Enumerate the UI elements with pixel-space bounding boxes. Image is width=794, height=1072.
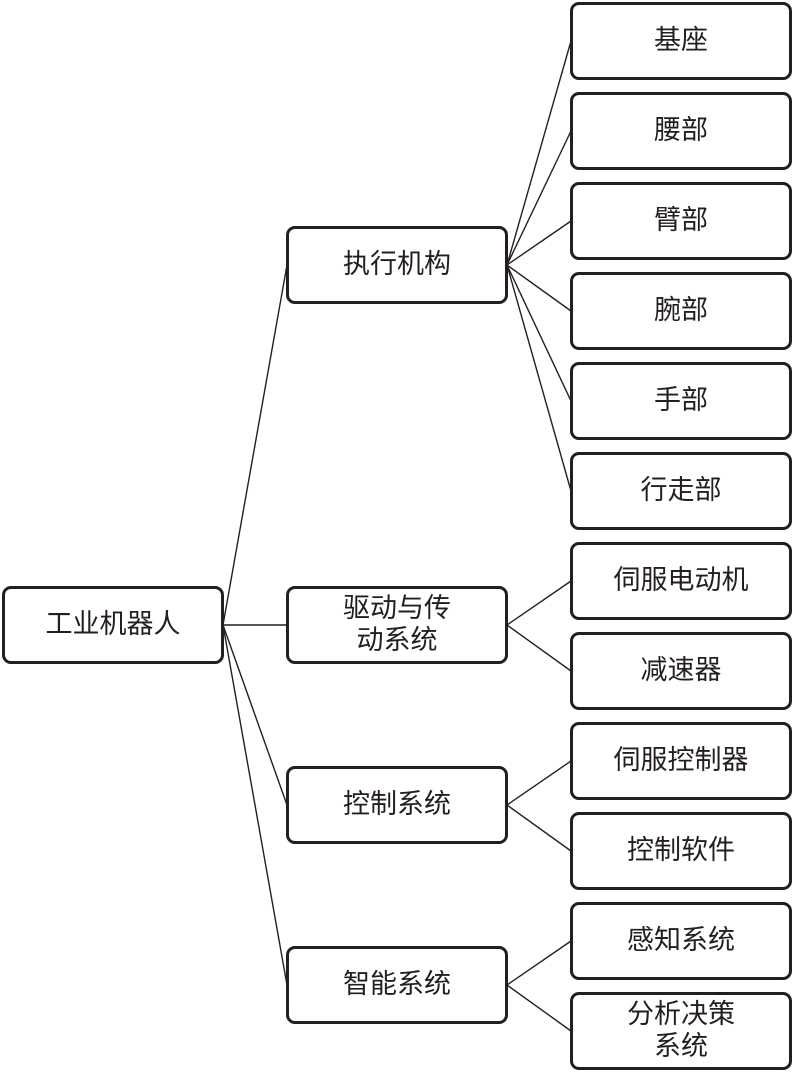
leaf-base[interactable]: 基座	[570, 2, 792, 80]
root-node-industrial-robot[interactable]: 工业机器人	[2, 586, 224, 664]
leaf-reducer[interactable]: 减速器	[570, 632, 792, 710]
node-label: 控制系统	[343, 788, 451, 820]
node-label: 伺服电动机	[613, 564, 749, 596]
node-label: 感知系统	[627, 924, 735, 956]
connector-3-to-1	[506, 984, 572, 1032]
connector-0-to-5	[506, 264, 572, 492]
node-label: 伺服控制器	[613, 744, 749, 776]
leaf-arm[interactable]: 臂部	[570, 182, 792, 260]
leaf-perception-system[interactable]: 感知系统	[570, 902, 792, 980]
node-label: 驱动与传 动系统	[343, 592, 451, 656]
connector-1-to-1	[506, 624, 572, 672]
connector-root-to-2	[222, 624, 288, 806]
connector-0-to-1	[506, 130, 572, 266]
leaf-wrist[interactable]: 腕部	[570, 272, 792, 350]
node-label: 腕部	[654, 294, 708, 326]
node-label: 智能系统	[343, 968, 451, 1000]
node-label: 分析决策 系统	[627, 998, 735, 1062]
node-label: 基座	[654, 24, 708, 56]
leaf-servo-motor[interactable]: 伺服电动机	[570, 542, 792, 620]
connector-root-to-3	[222, 624, 288, 986]
connector-2-to-1	[506, 804, 572, 852]
leaf-control-software[interactable]: 控制软件	[570, 812, 792, 890]
connector-0-to-0	[506, 40, 572, 266]
node-label: 执行机构	[343, 248, 451, 280]
leaf-walking-part[interactable]: 行走部	[570, 452, 792, 530]
node-label: 减速器	[640, 654, 722, 686]
connector-0-to-2	[506, 220, 572, 266]
leaf-waist[interactable]: 腰部	[570, 92, 792, 170]
node-label: 行走部	[640, 474, 722, 506]
connector-0-to-4	[506, 264, 572, 402]
connector-1-to-0	[506, 580, 572, 626]
connector-2-to-0	[506, 760, 572, 806]
node-label: 手部	[654, 384, 708, 416]
connector-root-to-0	[222, 264, 288, 626]
leaf-analysis-decision-system[interactable]: 分析决策 系统	[570, 992, 792, 1070]
node-label: 工业机器人	[45, 608, 181, 640]
node-label: 臂部	[654, 204, 708, 236]
connector-3-to-0	[506, 940, 572, 986]
node-control-system[interactable]: 控制系统	[286, 766, 508, 844]
node-label: 控制软件	[627, 834, 735, 866]
leaf-hand[interactable]: 手部	[570, 362, 792, 440]
node-label: 腰部	[654, 114, 708, 146]
node-drive-transmission-system[interactable]: 驱动与传 动系统	[286, 586, 508, 664]
node-intelligent-system[interactable]: 智能系统	[286, 946, 508, 1024]
leaf-servo-controller[interactable]: 伺服控制器	[570, 722, 792, 800]
connector-0-to-3	[506, 264, 572, 312]
node-actuator-mechanism[interactable]: 执行机构	[286, 226, 508, 304]
